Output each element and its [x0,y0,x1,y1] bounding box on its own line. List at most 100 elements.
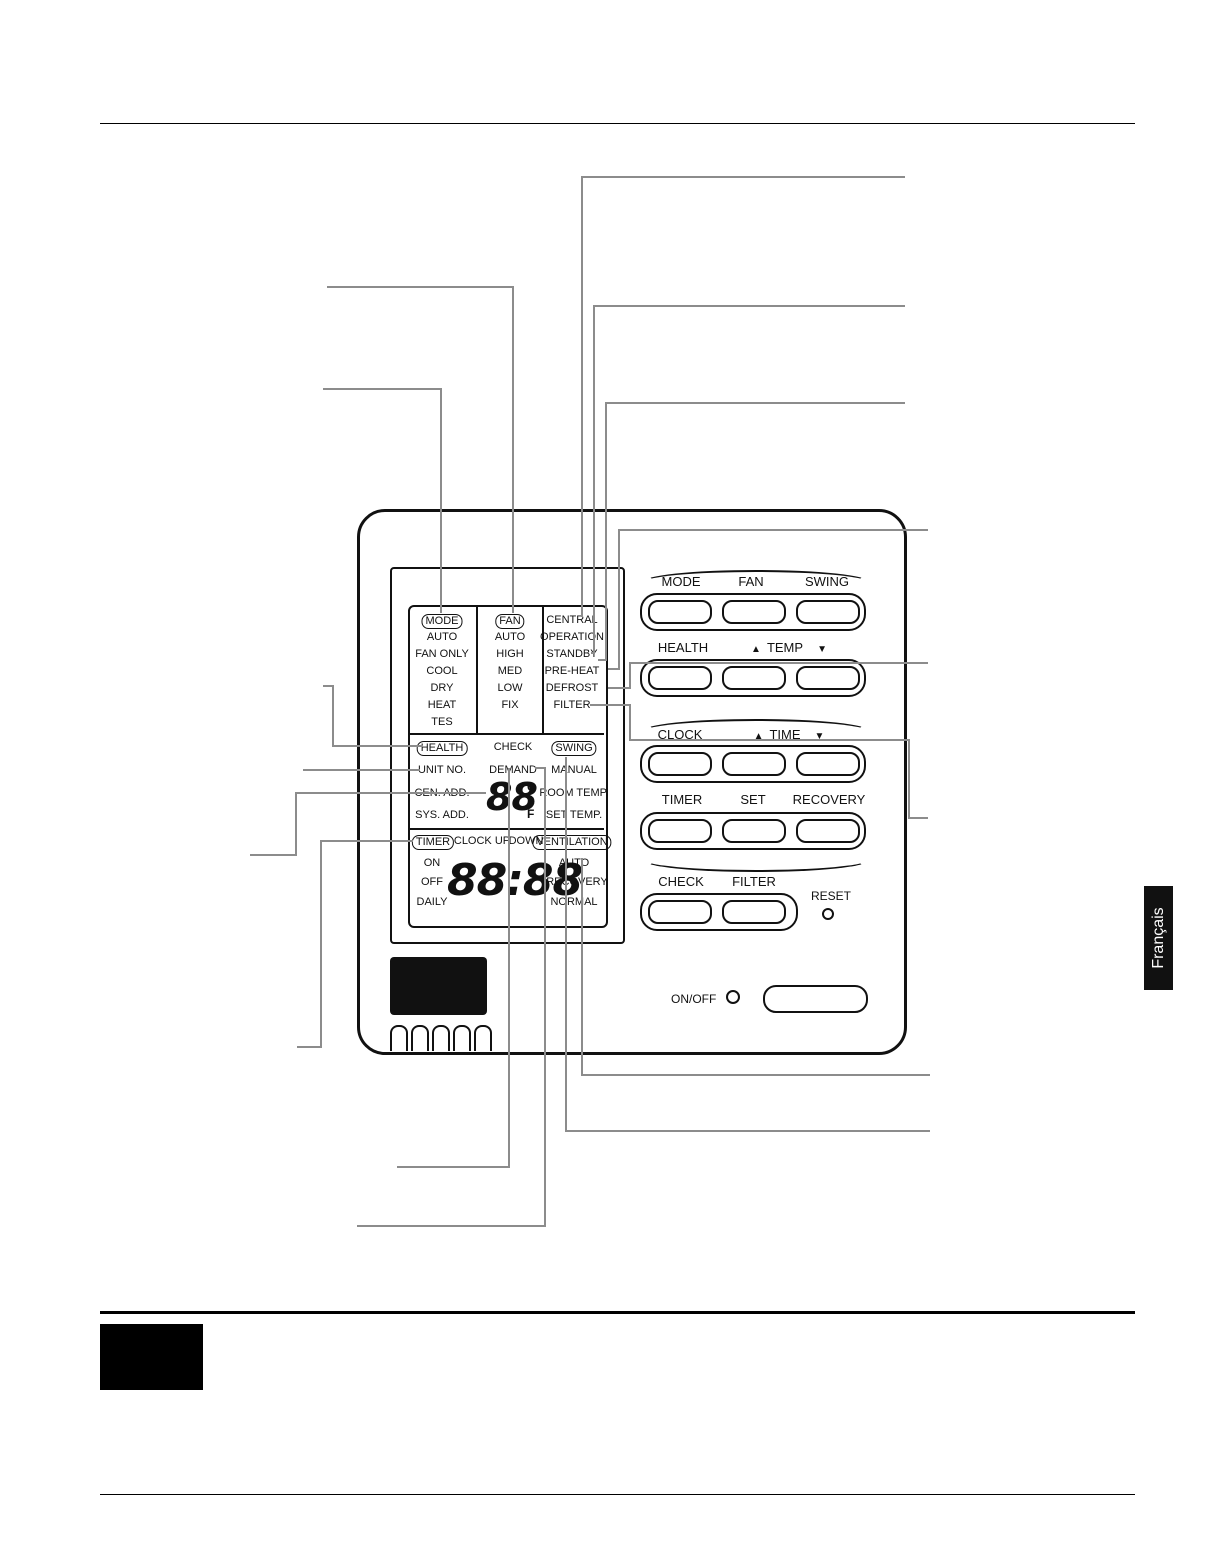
vent-slot [411,1025,429,1051]
lcd-mode-tes: TES [431,716,453,728]
lcd-status-operation: OPERATION [540,631,604,643]
onoff-indicator-led [726,990,740,1004]
button-row-2 [640,659,866,697]
check-button-label: CHECK [658,874,704,889]
lcd-ventilation: VENTILATION [532,835,612,850]
lcd-bezel [390,567,625,944]
leader-health [323,685,423,747]
mode-button[interactable] [648,600,712,624]
lcd-temp-digits: 88 [486,775,538,819]
lcd-mode-heat: HEAT [427,699,457,711]
fan-button[interactable] [722,600,786,624]
leader-operation [591,305,905,654]
lcd-divider-h2 [410,828,604,830]
footer-rule [100,1494,1135,1495]
temp-label: ▲ TEMP ▼ [745,641,833,655]
lcd-fan-low: LOW [497,682,523,694]
lcd-down: DOWN [508,835,544,847]
lcd-sys-add: SYS. ADD. [415,809,469,821]
button-row-5 [640,893,798,931]
lcd-vent-normal: NORMAL [550,896,598,908]
onoff-button[interactable] [763,985,868,1013]
note-icon-block [100,1324,203,1390]
leader-mode [323,388,442,613]
temp-up-button[interactable] [722,666,786,690]
lcd-mode-dry: DRY [430,682,454,694]
health-button-label: HEALTH [657,640,709,655]
set-button-label: SET [740,792,766,807]
leader-swing-display [565,757,930,1132]
leader-ventilation-auto [581,858,930,1076]
temp-up-arrow-icon: ▲ [751,644,761,655]
lcd-status-central: CENTRAL [546,614,598,626]
recovery-button-label: RECOVERY [792,792,866,807]
button-panel-top-arc [643,570,869,594]
lcd-unit-no: UNIT NO. [417,764,467,776]
temp-down-arrow-icon: ▼ [817,644,827,655]
recovery-button[interactable] [796,819,860,843]
reset-label: RESET [810,889,852,903]
leader-check [397,768,510,1168]
check-button[interactable] [648,900,712,924]
health-button[interactable] [648,666,712,690]
lcd-fan-auto: AUTO [494,631,526,643]
lcd-vent-recovery: RECOVERY [546,876,608,888]
leader-pre-heat [608,529,928,670]
time-up-button[interactable] [722,752,786,776]
lcd-clock-up: CLOCK UP [453,835,511,847]
lcd-mode-cool: COOL [426,665,458,677]
time-label-text: TIME [769,727,801,742]
swing-button[interactable] [796,600,860,624]
lcd-divider-v1 [476,607,478,733]
timer-button[interactable] [648,819,712,843]
onoff-label: ON/OFF [671,992,717,1006]
lcd-status-filter: FILTER [553,699,591,711]
reset-button[interactable] [822,908,834,920]
lcd-fan-header: FAN [495,614,525,629]
time-label: ▲TIME▼ [748,728,831,742]
lcd-unit-c: C [527,780,536,794]
button-panel-divider-arc [643,719,869,743]
ir-receiver-window [390,957,487,1015]
clock-button[interactable] [648,752,712,776]
lcd-demand: DEMAND [489,764,537,776]
lcd-swing: SWING [551,741,597,756]
leader-fan [327,286,514,613]
set-button[interactable] [722,819,786,843]
vent-slot [432,1025,450,1051]
time-up-arrow-icon: ▲ [753,731,764,742]
lcd-fan-high: HIGH [496,648,524,660]
lcd-manual: MANUAL [551,764,597,776]
lcd-health: HEALTH [416,741,468,756]
vent-slot [474,1025,492,1051]
fan-button-label: FAN [738,574,764,589]
lcd-mode-auto: AUTO [426,631,458,643]
header-rule [100,123,1135,124]
lcd-mode-fan-only: FAN ONLY [415,648,469,660]
leader-filter [590,704,928,819]
temp-label-text: TEMP [766,640,804,655]
lcd-timer: TIMER [411,835,455,850]
lcd-status-standby: STANDBY [546,648,598,660]
leader-defrost [608,662,928,689]
button-panel-bottom-arc [643,848,869,872]
timer-button-label: TIMER [661,792,703,807]
time-down-button[interactable] [796,752,860,776]
button-row-1 [640,593,866,631]
button-row-4 [640,812,866,850]
leader-standby [598,402,905,661]
mode-button-label: MODE [661,574,701,589]
lcd-timer-on: ON [423,857,441,869]
leader-central [581,176,905,617]
lcd-unit-f: F [527,807,535,821]
leader-temp-display [250,792,486,856]
vent-slot [453,1025,471,1051]
filter-button[interactable] [722,900,786,924]
button-row-3 [640,745,866,783]
lcd-time-digits: 88:88 [447,855,583,906]
temp-down-button[interactable] [796,666,860,690]
swing-button-label: SWING [804,574,850,589]
lcd-timer-off: OFF [421,876,443,888]
language-tab[interactable]: Français [1144,886,1173,990]
